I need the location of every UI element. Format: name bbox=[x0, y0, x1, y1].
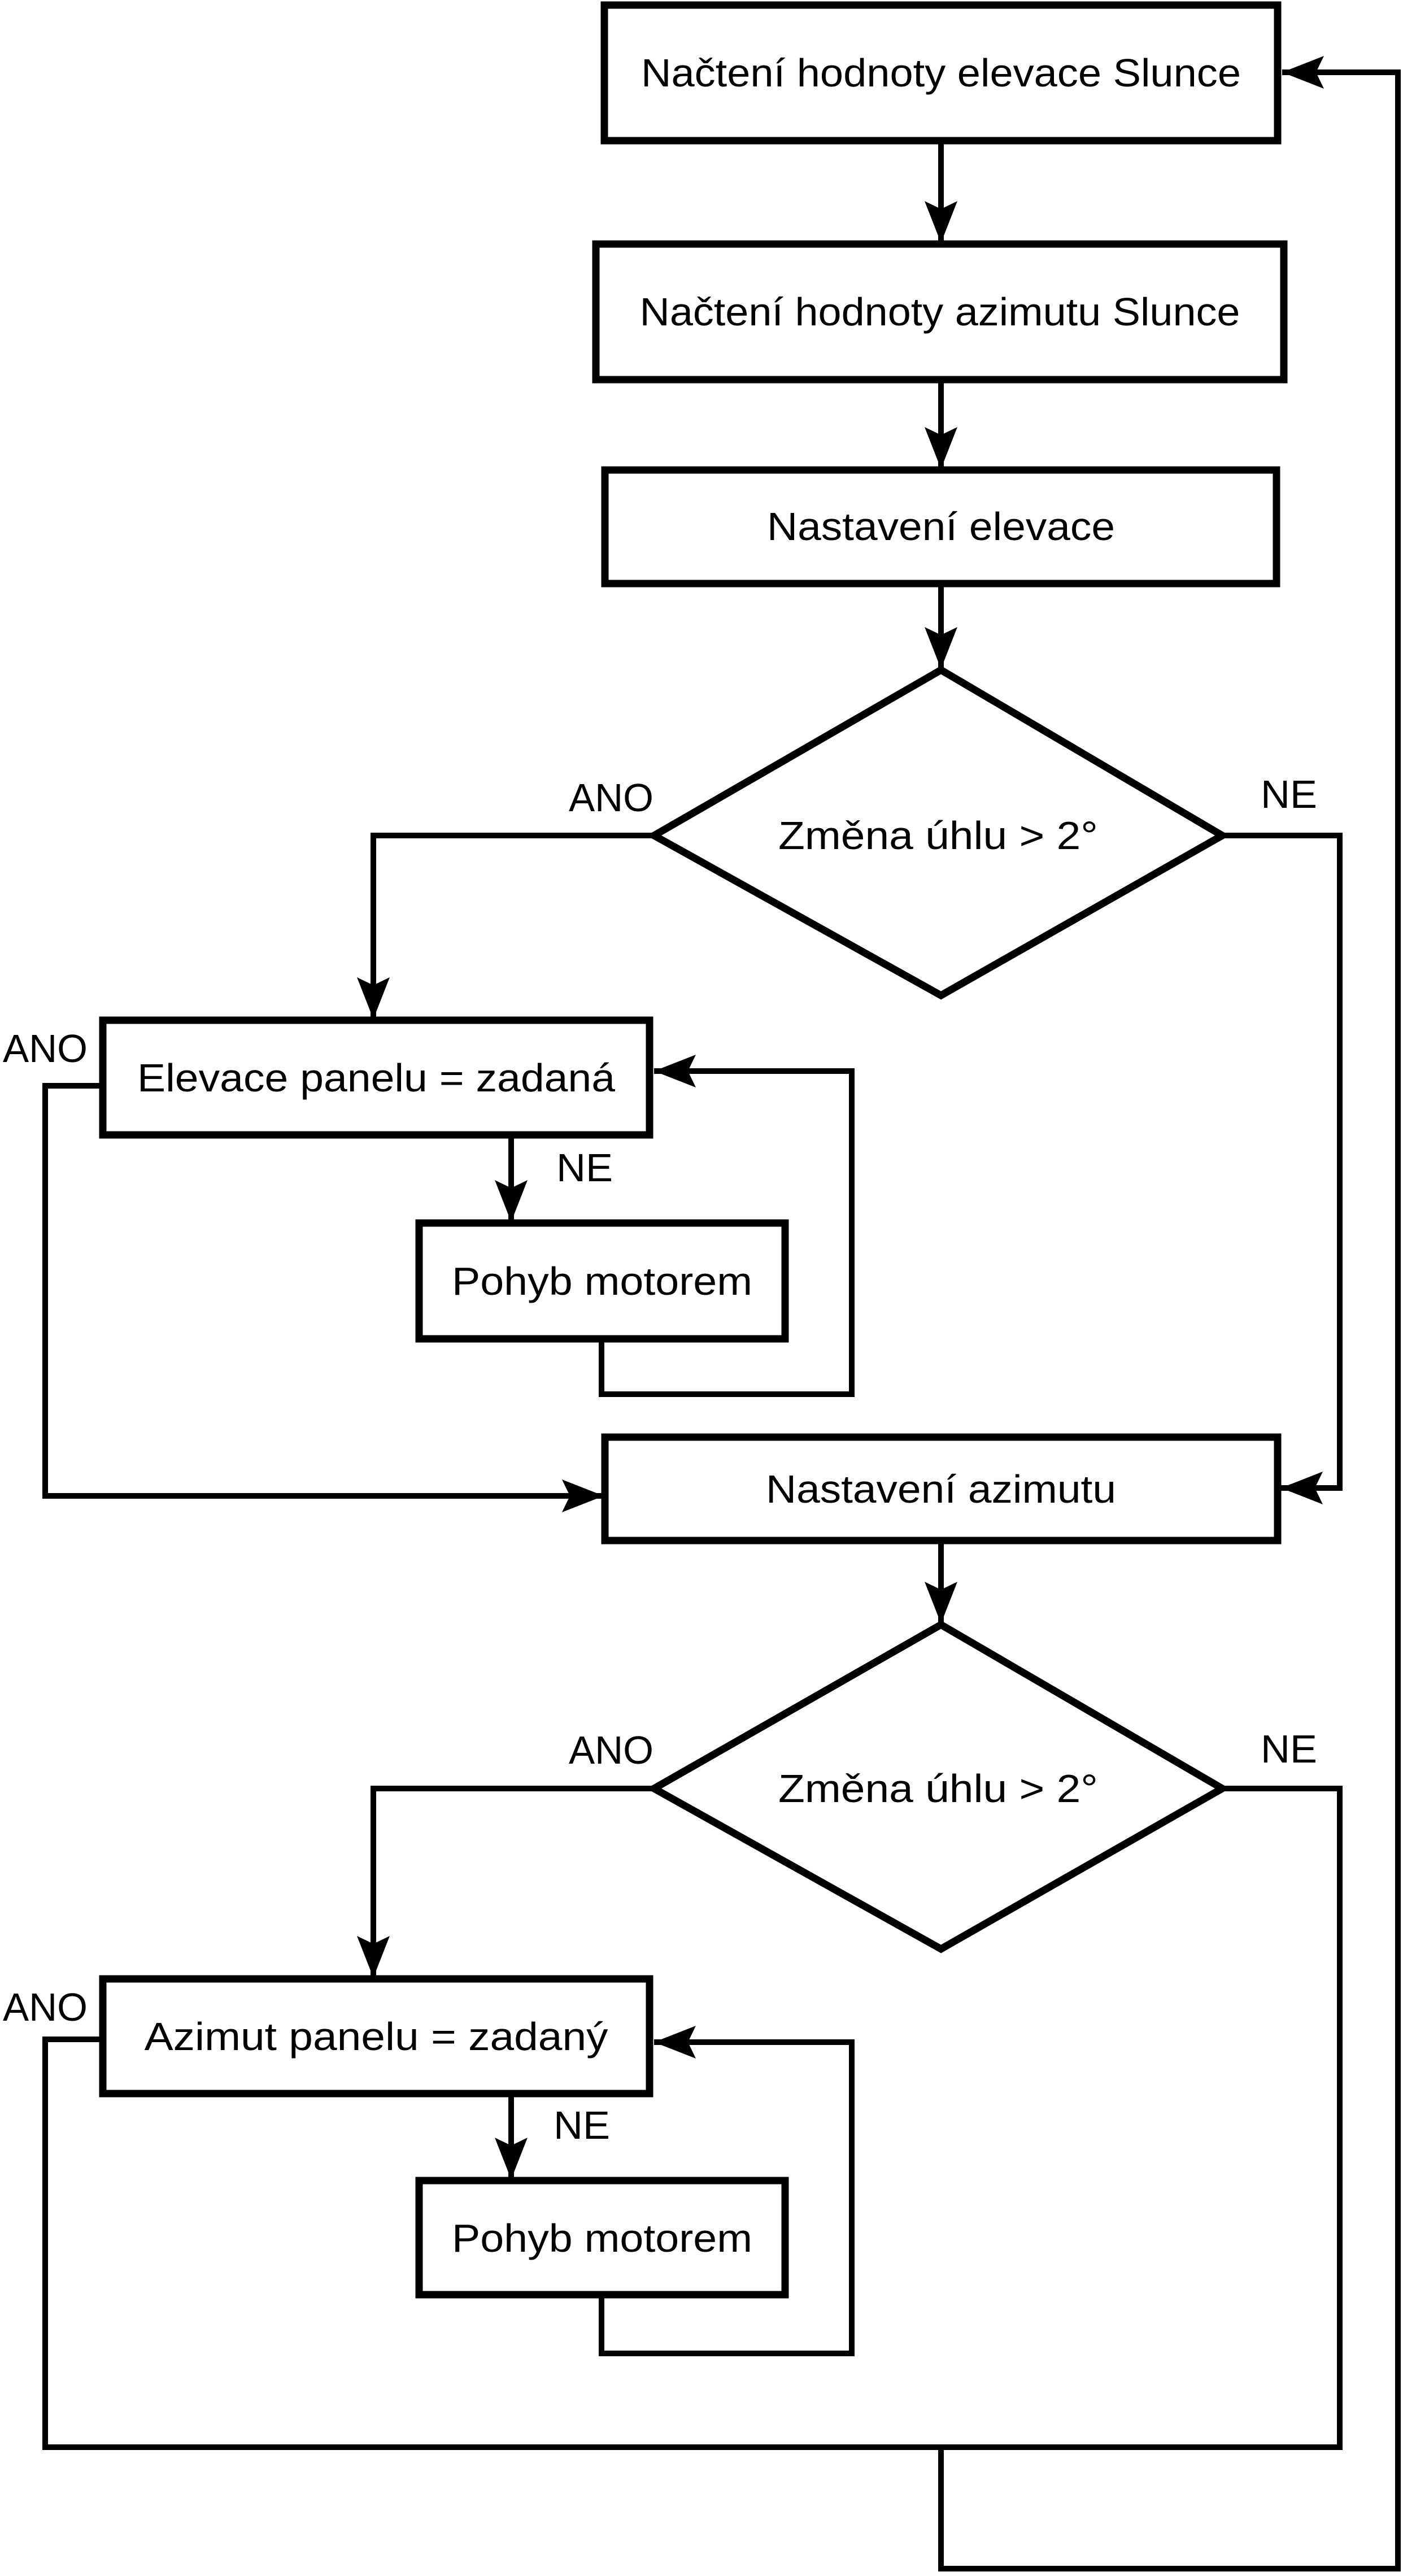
decision-label-elevation: Změna úhlu > 2° bbox=[778, 813, 1098, 858]
edge-elevation-motor-loop-back bbox=[599, 1055, 855, 1397]
edge-azimuth-decision-ano-to-azimuth-check bbox=[357, 1786, 654, 1978]
branch-label-azimuth-decision-ne: NE bbox=[1261, 1727, 1317, 1771]
edge-azimuth-decision-ne-down bbox=[1222, 1786, 1343, 2450]
edge-elevation-check-ano-to-set-azimuth bbox=[42, 1083, 604, 1512]
process-label-set-azimuth: Nastavení azimutu bbox=[766, 1467, 1116, 1511]
process-box-load-azimuth bbox=[592, 240, 1288, 384]
process-box-elevation-equal-check bbox=[99, 1016, 653, 1139]
edge-return-to-start bbox=[938, 55, 1401, 2571]
branch-label-azimuth-check-ano: ANO bbox=[3, 1985, 88, 2029]
edge-elevation-decision-ne-to-set-azimuth bbox=[1222, 833, 1343, 1504]
edge-azimuth-motor-loop-back bbox=[599, 2026, 855, 2356]
process-label-elevation-equal-check: Elevace panelu = zadaná bbox=[137, 1056, 615, 1100]
branch-label-elevation-decision-ano: ANO bbox=[569, 776, 653, 820]
process-label-load-elevation: Načtení hodnoty elevace Slunce bbox=[641, 51, 1241, 95]
process-label-load-azimuth: Načtení hodnoty azimutu Slunce bbox=[640, 290, 1240, 334]
process-box-set-elevation bbox=[601, 466, 1280, 588]
process-label-azimuth-equal-check: Azimut panelu = zadaný bbox=[145, 2014, 608, 2059]
process-box-azimuth-equal-check bbox=[99, 1975, 653, 2098]
process-box-set-azimuth bbox=[601, 1433, 1282, 1544]
process-box-load-elevation bbox=[600, 1, 1282, 145]
edge-elevation-decision-ano-to-elevation-check bbox=[357, 833, 654, 1019]
decision-diamond-elevation bbox=[646, 665, 1230, 1000]
nodes-layer: Načtení hodnoty elevace Slunce Načtení h… bbox=[99, 1, 1288, 2299]
branch-label-azimuth-check-ne: NE bbox=[554, 2103, 610, 2147]
edge-labels-layer: ANO NE ANO NE ANO NE ANO NE bbox=[3, 772, 1317, 2147]
process-box-elevation-motor bbox=[415, 1219, 789, 1343]
branch-label-elevation-check-ano: ANO bbox=[3, 1026, 88, 1071]
branch-label-elevation-decision-ne: NE bbox=[1261, 772, 1317, 816]
process-label-azimuth-motor: Pohyb motorem bbox=[452, 2216, 752, 2260]
process-label-elevation-motor: Pohyb motorem bbox=[452, 1259, 752, 1303]
branch-label-elevation-check-ne: NE bbox=[556, 1146, 613, 1190]
decision-label-azimuth: Změna úhlu > 2° bbox=[778, 1766, 1098, 1811]
decision-diamond-azimuth bbox=[646, 1620, 1230, 1953]
edge-azimuth-check-ano-down bbox=[42, 2037, 103, 2450]
process-box-azimuth-motor bbox=[415, 2177, 789, 2299]
branch-label-azimuth-decision-ano: ANO bbox=[569, 1728, 653, 1772]
process-label-set-elevation: Nastavení elevace bbox=[767, 504, 1115, 549]
edges-layer bbox=[42, 55, 1401, 2571]
